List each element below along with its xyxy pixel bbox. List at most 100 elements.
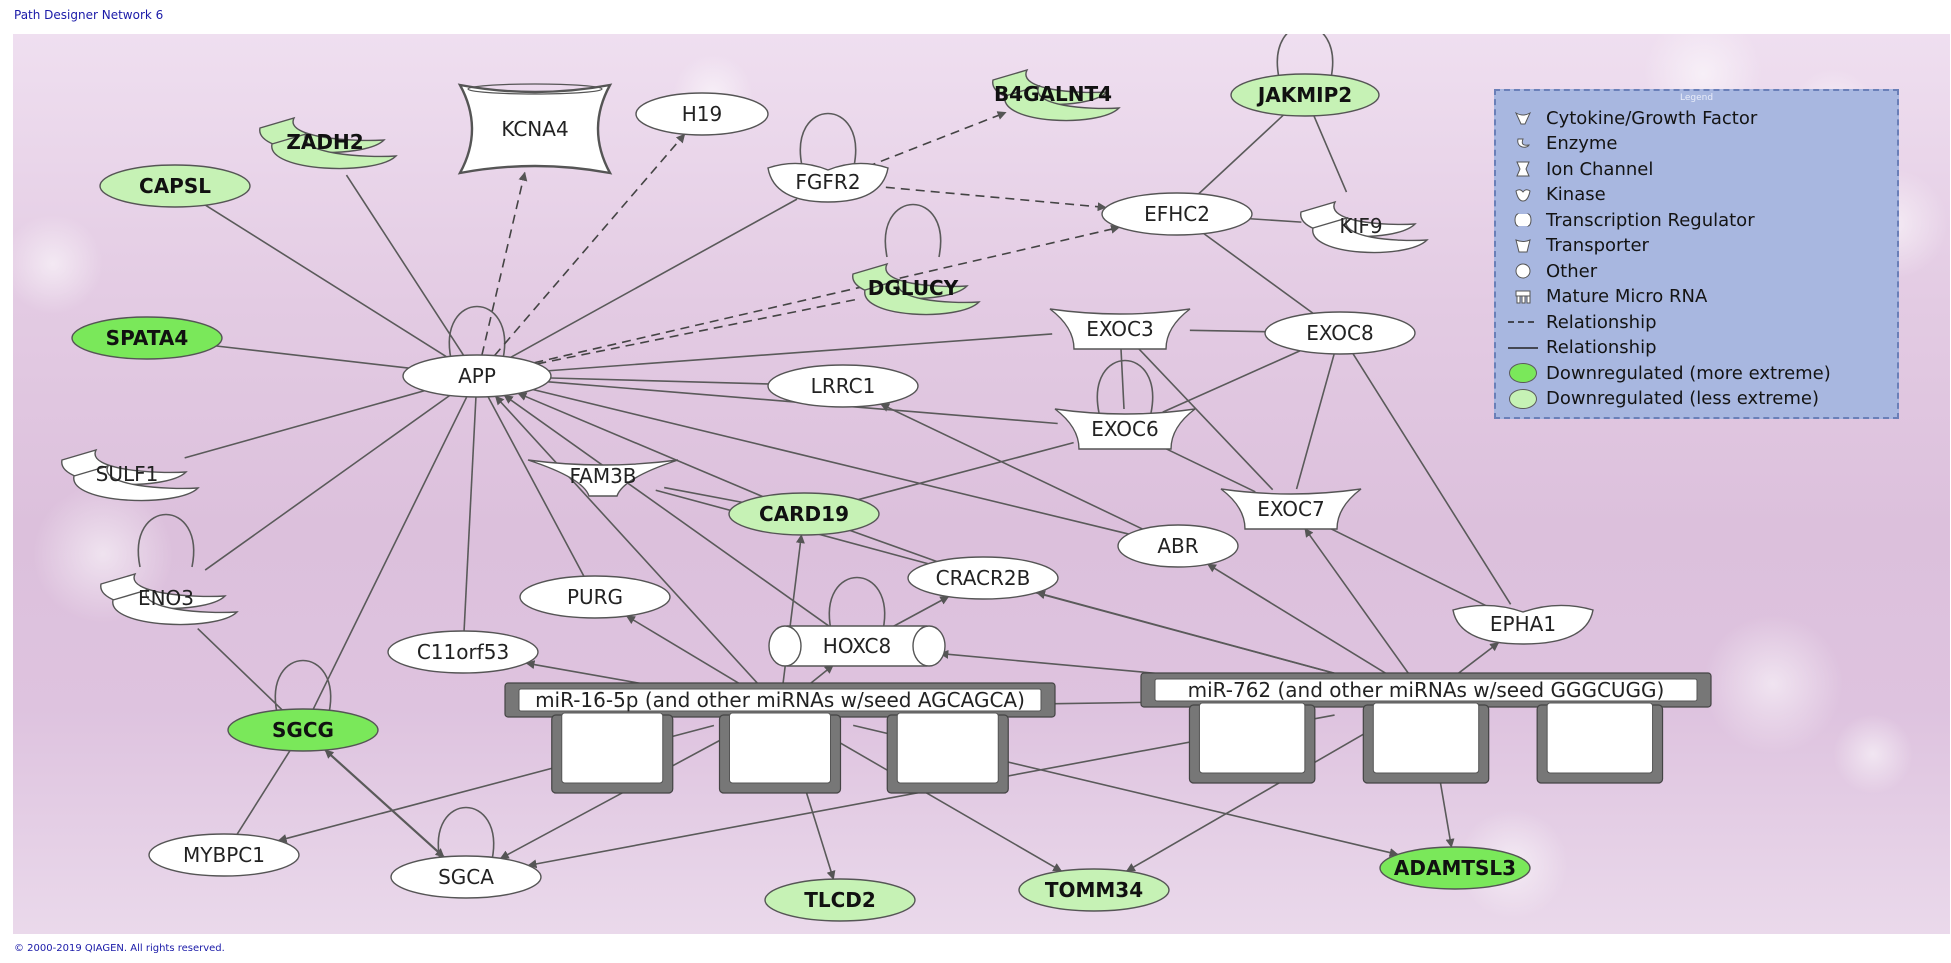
node-zadh2[interactable]: ZADH2 [259, 116, 398, 170]
node-kif9[interactable]: KIF9 [1300, 200, 1429, 254]
node-exoc6[interactable]: EXOC6 [1054, 408, 1196, 450]
node-label: SGCG [272, 718, 334, 742]
node-app[interactable]: APP [402, 354, 552, 398]
node-card19[interactable]: CARD19 [728, 492, 880, 536]
node-cracr2b[interactable]: CRACR2B [907, 556, 1059, 600]
edge-exoc8-epha1 [1352, 353, 1512, 605]
node-label: B4GALNT4 [994, 82, 1112, 106]
node-tomm34[interactable]: TOMM34 [1018, 868, 1170, 912]
edge-app-h19 [493, 133, 686, 357]
node-kcna4[interactable]: KCNA4 [457, 83, 613, 175]
node-mybpc1[interactable]: MYBPC1 [148, 833, 300, 877]
legend-item-enzyme: Enzyme [1508, 131, 1618, 157]
edge-exoc3-exoc8 [1189, 329, 1266, 333]
node-label: CARD19 [759, 502, 849, 526]
node-purg[interactable]: PURG [519, 575, 671, 619]
edge-app-c11orf53 [463, 396, 477, 632]
edge-layer [137, 34, 1512, 880]
node-label: HOXC8 [823, 634, 891, 658]
node-sulf1[interactable]: SULF1 [61, 448, 200, 502]
edge-hoxc8-cracr2b [890, 595, 950, 629]
node-label: TLCD2 [804, 888, 876, 912]
other-icon [1508, 263, 1538, 279]
edge-mir16-tomm34 [810, 725, 1063, 872]
node-label: SULF1 [96, 462, 159, 486]
node-label: KIF9 [1339, 214, 1382, 238]
copyright-footer: © 2000-2019 QIAGEN. All rights reserved. [14, 943, 225, 954]
node-tlcd2[interactable]: TLCD2 [764, 878, 916, 922]
edge-jakmip2-efhc2 [1198, 114, 1284, 195]
legend-label: Relationship [1546, 311, 1657, 333]
node-label: ZADH2 [286, 130, 363, 154]
self-loop-edge [437, 806, 495, 861]
node-exoc8[interactable]: EXOC8 [1264, 311, 1416, 355]
edge-exoc8-exoc6 [1162, 350, 1301, 413]
node-h19[interactable]: H19 [635, 92, 769, 136]
self-loop-edge [1276, 34, 1334, 79]
node-efhc2[interactable]: EFHC2 [1101, 192, 1253, 236]
node-epha1[interactable]: EPHA1 [1452, 604, 1594, 645]
node-label: miR-16-5p (and other miRNAs w/seed AGCAG… [535, 688, 1025, 712]
edge-app-spata4 [216, 345, 409, 369]
node-fgfr2[interactable]: FGFR2 [767, 162, 889, 203]
node-capsl[interactable]: CAPSL [99, 164, 251, 208]
dashed-line-icon [1508, 319, 1538, 325]
node-abr[interactable]: ABR [1117, 524, 1239, 568]
node-label: EXOC8 [1306, 321, 1374, 345]
edge-card19-cracr2b [849, 529, 938, 563]
edge-exoc6-exoc7 [1160, 445, 1256, 493]
node-mir762[interactable]: miR-762 (and other miRNAs w/seed GGGCUGG… [1140, 672, 1712, 784]
legend-item-transcription-regulator: Transcription Regulator [1508, 207, 1755, 233]
node-dglucy[interactable]: DGLUCY [852, 262, 981, 316]
legend-label: Enzyme [1546, 133, 1618, 154]
legend-label: Kinase [1546, 184, 1606, 205]
edge-app-zadh2 [345, 174, 465, 356]
node-lrrc1[interactable]: LRRC1 [767, 364, 919, 408]
self-loop-edge [828, 576, 886, 631]
edge-efhc2-exoc8 [1203, 232, 1314, 315]
node-exoc3[interactable]: EXOC3 [1049, 308, 1191, 350]
self-loop-edge [137, 513, 195, 568]
node-label: EXOC3 [1086, 317, 1154, 341]
edge-jakmip2-kif9 [1313, 115, 1348, 193]
kinase-icon [1508, 188, 1538, 202]
node-b4galnt4[interactable]: B4GALNT4 [992, 68, 1121, 122]
node-label: ADAMTSL3 [1394, 856, 1516, 880]
node-label: ABR [1157, 534, 1198, 558]
node-adamtsl3[interactable]: ADAMTSL3 [1379, 846, 1531, 890]
legend-label: Cytokine/Growth Factor [1546, 107, 1758, 129]
edge-mir762-abr [1206, 563, 1398, 681]
edge-hoxc8-app [503, 394, 831, 628]
edge-app-sgcg [312, 396, 468, 710]
node-spata4[interactable]: SPATA4 [71, 316, 223, 360]
node-exoc7[interactable]: EXOC7 [1220, 488, 1362, 530]
node-eno3[interactable]: ENO3 [100, 572, 239, 626]
node-label: EFHC2 [1144, 202, 1210, 226]
legend-item-dashed-line: Relationship [1508, 309, 1657, 335]
edge-app-fgfr2 [510, 198, 798, 359]
node-label: PURG [567, 585, 623, 609]
node-hoxc8[interactable]: HOXC8 [768, 625, 946, 667]
node-jakmip2[interactable]: JAKMIP2 [1230, 73, 1380, 117]
legend-title: Legend [1679, 93, 1714, 103]
legend-item-mirna: Mature Micro RNA [1508, 284, 1707, 310]
node-label: TOMM34 [1045, 878, 1143, 902]
transporter-icon [1508, 238, 1538, 253]
node-mir16[interactable]: miR-16-5p (and other miRNAs w/seed AGCAG… [504, 682, 1056, 794]
edge-mir16-purg [625, 615, 751, 691]
node-c11orf53[interactable]: C11orf53 [387, 630, 539, 674]
node-sgcg[interactable]: SGCG [227, 708, 379, 752]
self-loop-edge [274, 659, 332, 714]
self-loop-edge [799, 112, 857, 167]
legend-item-other: Other [1508, 258, 1597, 284]
node-sgca[interactable]: SGCA [390, 855, 542, 899]
transcription-regulator-icon [1508, 213, 1538, 227]
node-fam3b[interactable]: FAM3B [527, 459, 679, 497]
legend-label: Transporter [1546, 235, 1649, 256]
node-label: APP [458, 364, 496, 388]
legend-item-ion-channel: Ion Channel [1508, 156, 1653, 182]
